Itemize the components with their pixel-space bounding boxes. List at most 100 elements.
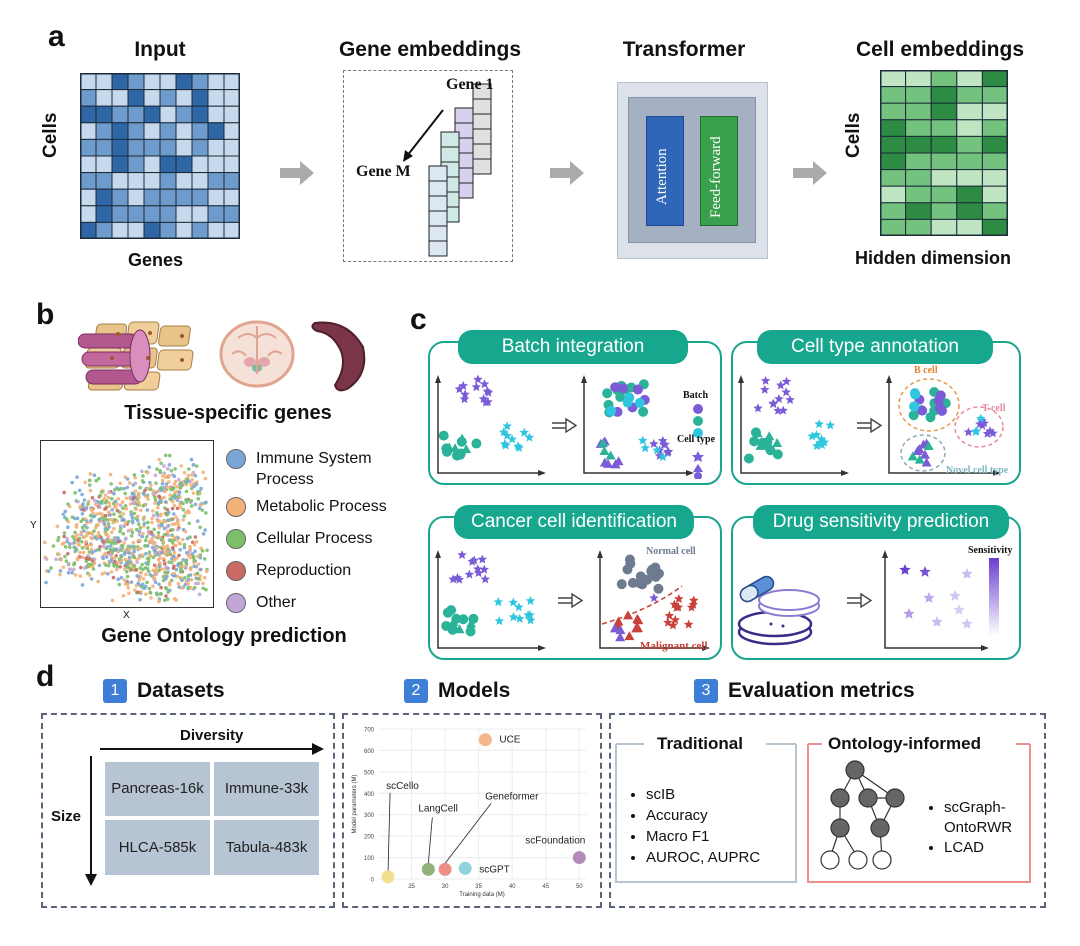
go-point xyxy=(162,464,166,468)
matrix-cell xyxy=(175,221,193,240)
tissue-caption: Tissue-specific genes xyxy=(124,402,332,424)
cell-marker xyxy=(908,410,919,421)
go-point xyxy=(144,552,148,556)
go-point xyxy=(147,586,152,591)
go-point xyxy=(89,577,94,581)
go-point xyxy=(157,564,162,569)
go-point xyxy=(65,539,70,544)
cell-marker xyxy=(606,405,617,416)
go-point xyxy=(120,506,125,511)
cell-marker xyxy=(478,394,489,403)
cell-marker xyxy=(686,602,697,612)
go-point xyxy=(199,567,203,572)
go-point xyxy=(125,582,130,586)
model-label: LangCell xyxy=(418,803,457,814)
go-legend-item: Reproduction xyxy=(226,560,351,581)
go-point xyxy=(174,515,178,520)
go-point xyxy=(62,490,66,495)
matrix-cell xyxy=(956,69,983,88)
legend-label: Metabolic Process xyxy=(256,498,387,515)
go-point xyxy=(75,557,80,562)
cell-marker xyxy=(493,597,504,607)
cell-marker xyxy=(753,403,763,413)
go-point xyxy=(195,571,199,576)
go-point xyxy=(179,561,184,565)
go-point xyxy=(135,560,139,565)
legend-label: Other xyxy=(256,594,297,611)
go-point xyxy=(132,473,137,477)
go-point xyxy=(150,545,155,550)
go-point xyxy=(109,530,114,535)
go-point xyxy=(201,470,205,475)
matrix-cell xyxy=(175,138,193,157)
go-point xyxy=(130,534,134,538)
cell-marker xyxy=(525,595,536,605)
go-point xyxy=(176,562,180,567)
matrix-cell xyxy=(175,205,193,223)
matrix-cell xyxy=(191,155,209,174)
cell-marker xyxy=(640,443,650,453)
panel-c-letter: c xyxy=(410,303,427,336)
cell-marker xyxy=(776,380,786,390)
cell-marker xyxy=(664,610,675,620)
cell-marker xyxy=(448,616,459,626)
go-point xyxy=(166,549,171,554)
feed-forward-label: Feed-forward xyxy=(708,136,724,218)
matrix-cell xyxy=(930,86,958,104)
go-point xyxy=(150,520,154,525)
go-point xyxy=(79,519,83,524)
go-point xyxy=(106,563,111,568)
go-point xyxy=(118,529,122,534)
cell-marker xyxy=(670,615,681,625)
matrix-cell xyxy=(95,138,113,157)
go-point xyxy=(121,512,126,516)
go-point xyxy=(104,546,109,551)
matrix-cell xyxy=(127,89,145,107)
go-point xyxy=(172,503,177,508)
matrix-cell xyxy=(143,205,161,223)
go-point xyxy=(144,592,148,596)
cell-marker xyxy=(515,613,525,623)
dataset-cell: Immune-33k xyxy=(214,762,319,816)
go-point xyxy=(99,490,104,494)
go-point xyxy=(102,522,107,526)
go-point xyxy=(189,498,194,503)
embedding-cell xyxy=(472,113,492,130)
go-point xyxy=(182,514,187,519)
go-point xyxy=(139,508,143,513)
go-point xyxy=(187,467,191,471)
go-point xyxy=(106,510,111,514)
cell-cols-label: Hidden dimension xyxy=(855,248,1012,268)
matrix-cell xyxy=(127,205,145,223)
cell-marker xyxy=(616,579,627,590)
go-point xyxy=(159,550,164,555)
go-point xyxy=(121,517,126,522)
go-point xyxy=(175,506,180,511)
cell-marker xyxy=(971,426,982,436)
go-point xyxy=(182,545,187,550)
go-point xyxy=(138,526,143,530)
go-point xyxy=(159,567,164,571)
matrix-cell xyxy=(956,185,983,204)
matrix-cell xyxy=(191,221,209,240)
matrix-cell xyxy=(111,138,129,157)
go-point xyxy=(108,552,113,557)
go-point xyxy=(134,527,139,532)
go-point xyxy=(124,561,129,566)
matrix-cell xyxy=(159,72,177,91)
cell-marker xyxy=(760,384,770,394)
cell-marker xyxy=(459,394,470,404)
go-point xyxy=(129,510,133,514)
y-tick-label: 400 xyxy=(364,792,375,798)
y-tick-label: 0 xyxy=(371,878,375,884)
go-point xyxy=(183,529,188,534)
go-point xyxy=(102,496,107,501)
cell-marker xyxy=(760,375,771,385)
go-point xyxy=(130,530,135,535)
go-point xyxy=(152,576,157,580)
go-point xyxy=(154,591,159,595)
go-point xyxy=(198,525,202,530)
